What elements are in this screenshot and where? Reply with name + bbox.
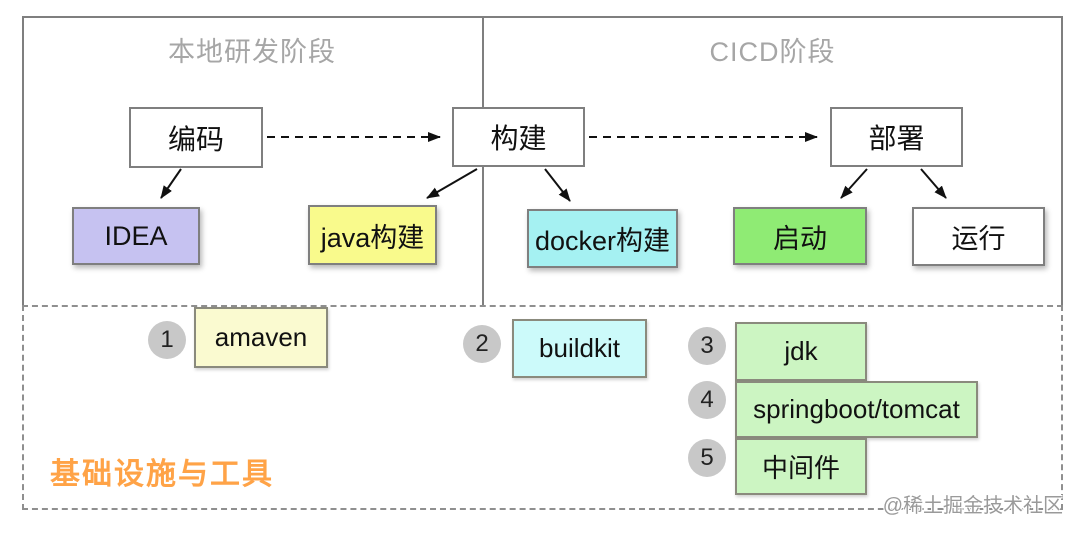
arrow-deploy-to-run — [920, 168, 947, 199]
arrow-coding-to-idea — [160, 168, 182, 199]
infra-box-middleware: 中间件 — [735, 438, 867, 495]
infra-box-amaven: amaven — [194, 307, 328, 368]
arrow-build-to-java-build — [426, 168, 478, 199]
step-badge-2: 2 — [463, 325, 501, 363]
step-badge-1: 1 — [148, 321, 186, 359]
tool-node-java-build: java构建 — [308, 205, 437, 265]
step-badge-4: 4 — [688, 381, 726, 419]
infrastructure-panel — [22, 305, 1063, 510]
infrastructure-title: 基础设施与工具 — [50, 458, 274, 491]
section-title-local-dev: 本地研发阶段 — [168, 37, 336, 67]
section-title-cicd: CICD阶段 — [709, 37, 836, 67]
flow-node-build: 构建 — [452, 107, 585, 167]
tool-node-docker-build: docker构建 — [527, 209, 678, 268]
step-badge-5: 5 — [688, 439, 726, 477]
infra-box-jdk: jdk — [735, 322, 867, 381]
arrow-deploy-to-start — [840, 168, 868, 199]
pipeline-panel — [22, 16, 1063, 305]
watermark-text: @稀土掘金技术社区 — [882, 495, 1063, 517]
tool-node-run: 运行 — [912, 207, 1045, 266]
tool-node-start: 启动 — [733, 207, 867, 265]
arrow-build-to-docker-build — [544, 168, 571, 202]
tool-node-idea: IDEA — [72, 207, 200, 265]
infra-box-buildkit: buildkit — [512, 319, 647, 378]
flow-node-deploy: 部署 — [830, 107, 963, 167]
step-badge-3: 3 — [688, 327, 726, 365]
infra-box-springboot-tomcat: springboot/tomcat — [735, 381, 978, 438]
flow-node-coding: 编码 — [129, 107, 263, 168]
